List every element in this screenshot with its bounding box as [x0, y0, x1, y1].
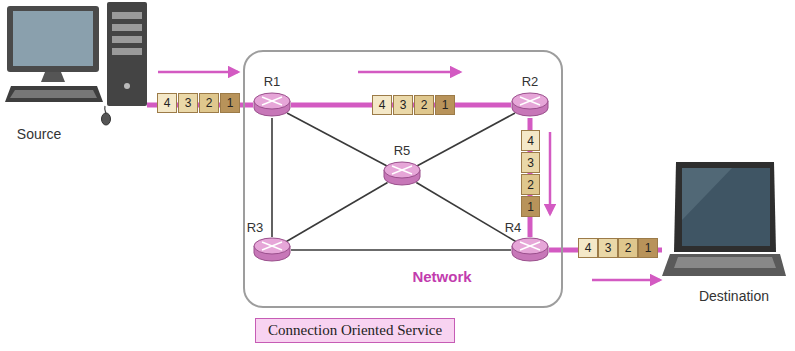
packet-box: 1: [521, 196, 540, 217]
router-icon: [253, 92, 291, 118]
network-link: [287, 113, 387, 166]
direction-arrows: [158, 72, 660, 280]
direction-arrow: [592, 279, 660, 282]
packet-number: 1: [442, 98, 449, 112]
network-link: [271, 118, 273, 237]
router-icon: [383, 161, 421, 187]
computer-icon: [5, 2, 147, 106]
router-icon: [511, 92, 549, 118]
laptop-icon: [662, 160, 786, 280]
direction-arrow: [549, 132, 552, 214]
router-label: R1: [264, 74, 281, 89]
device-label: Destination: [699, 288, 769, 304]
device-label: Source: [17, 126, 61, 142]
caption-box: Connection Oriented Service: [255, 318, 455, 343]
mouse-icon: [102, 106, 111, 125]
packet-box: 1: [435, 95, 455, 115]
packet-number: 2: [206, 96, 213, 110]
packet-box: 3: [393, 95, 413, 115]
router-node: R1: [253, 92, 291, 118]
packet-box: 4: [521, 130, 540, 151]
network-link: [416, 183, 515, 242]
packet-number: 4: [585, 241, 592, 255]
packet-box: 2: [199, 93, 219, 113]
packet-number: 1: [227, 96, 234, 110]
packet-box: 2: [521, 174, 540, 195]
direction-arrow: [158, 71, 238, 74]
router-node: R2: [511, 92, 549, 118]
packet-box: 3: [178, 93, 198, 113]
packet-number: 4: [379, 98, 386, 112]
packet-box: 1: [638, 238, 658, 258]
packet-box: 4: [578, 238, 598, 258]
packet-number: 4: [164, 96, 171, 110]
network-link: [417, 113, 515, 166]
router-node: R4: [511, 237, 549, 263]
router-label: R2: [522, 74, 539, 89]
packet-number: 3: [185, 96, 192, 110]
packet-box: 1: [220, 93, 240, 113]
packet-box: 4: [157, 93, 177, 113]
packet-number: 1: [527, 200, 534, 214]
source-computer: Source: [5, 2, 147, 106]
network-link: [286, 182, 387, 241]
packet-box: 3: [598, 238, 618, 258]
packet-number: 2: [625, 241, 632, 255]
packet-box: 2: [414, 95, 434, 115]
packet-number: 1: [645, 241, 652, 255]
direction-arrow: [358, 71, 460, 74]
packet-number: 3: [605, 241, 612, 255]
router-label: R5: [394, 143, 411, 158]
packet-box: 4: [372, 95, 392, 115]
packet-box: 2: [618, 238, 638, 258]
packet-box: 3: [521, 152, 540, 173]
router-node: R5: [383, 161, 421, 187]
router-label: R3: [247, 220, 264, 235]
network-link: [291, 249, 511, 251]
router-node: R3: [253, 237, 291, 263]
network-region: NetworkR14321R2R54321R3R4: [243, 50, 563, 308]
router-icon: [253, 237, 291, 263]
router-icon: [511, 237, 549, 263]
packet-number: 2: [421, 98, 428, 112]
router-label: R4: [505, 220, 522, 235]
packet-number: 2: [527, 178, 534, 192]
packet-number: 3: [527, 156, 534, 170]
packet-number: 3: [400, 98, 407, 112]
packet-number: 4: [527, 134, 534, 148]
network-label: Network: [412, 268, 471, 285]
destination-laptop: Destination: [662, 160, 786, 280]
